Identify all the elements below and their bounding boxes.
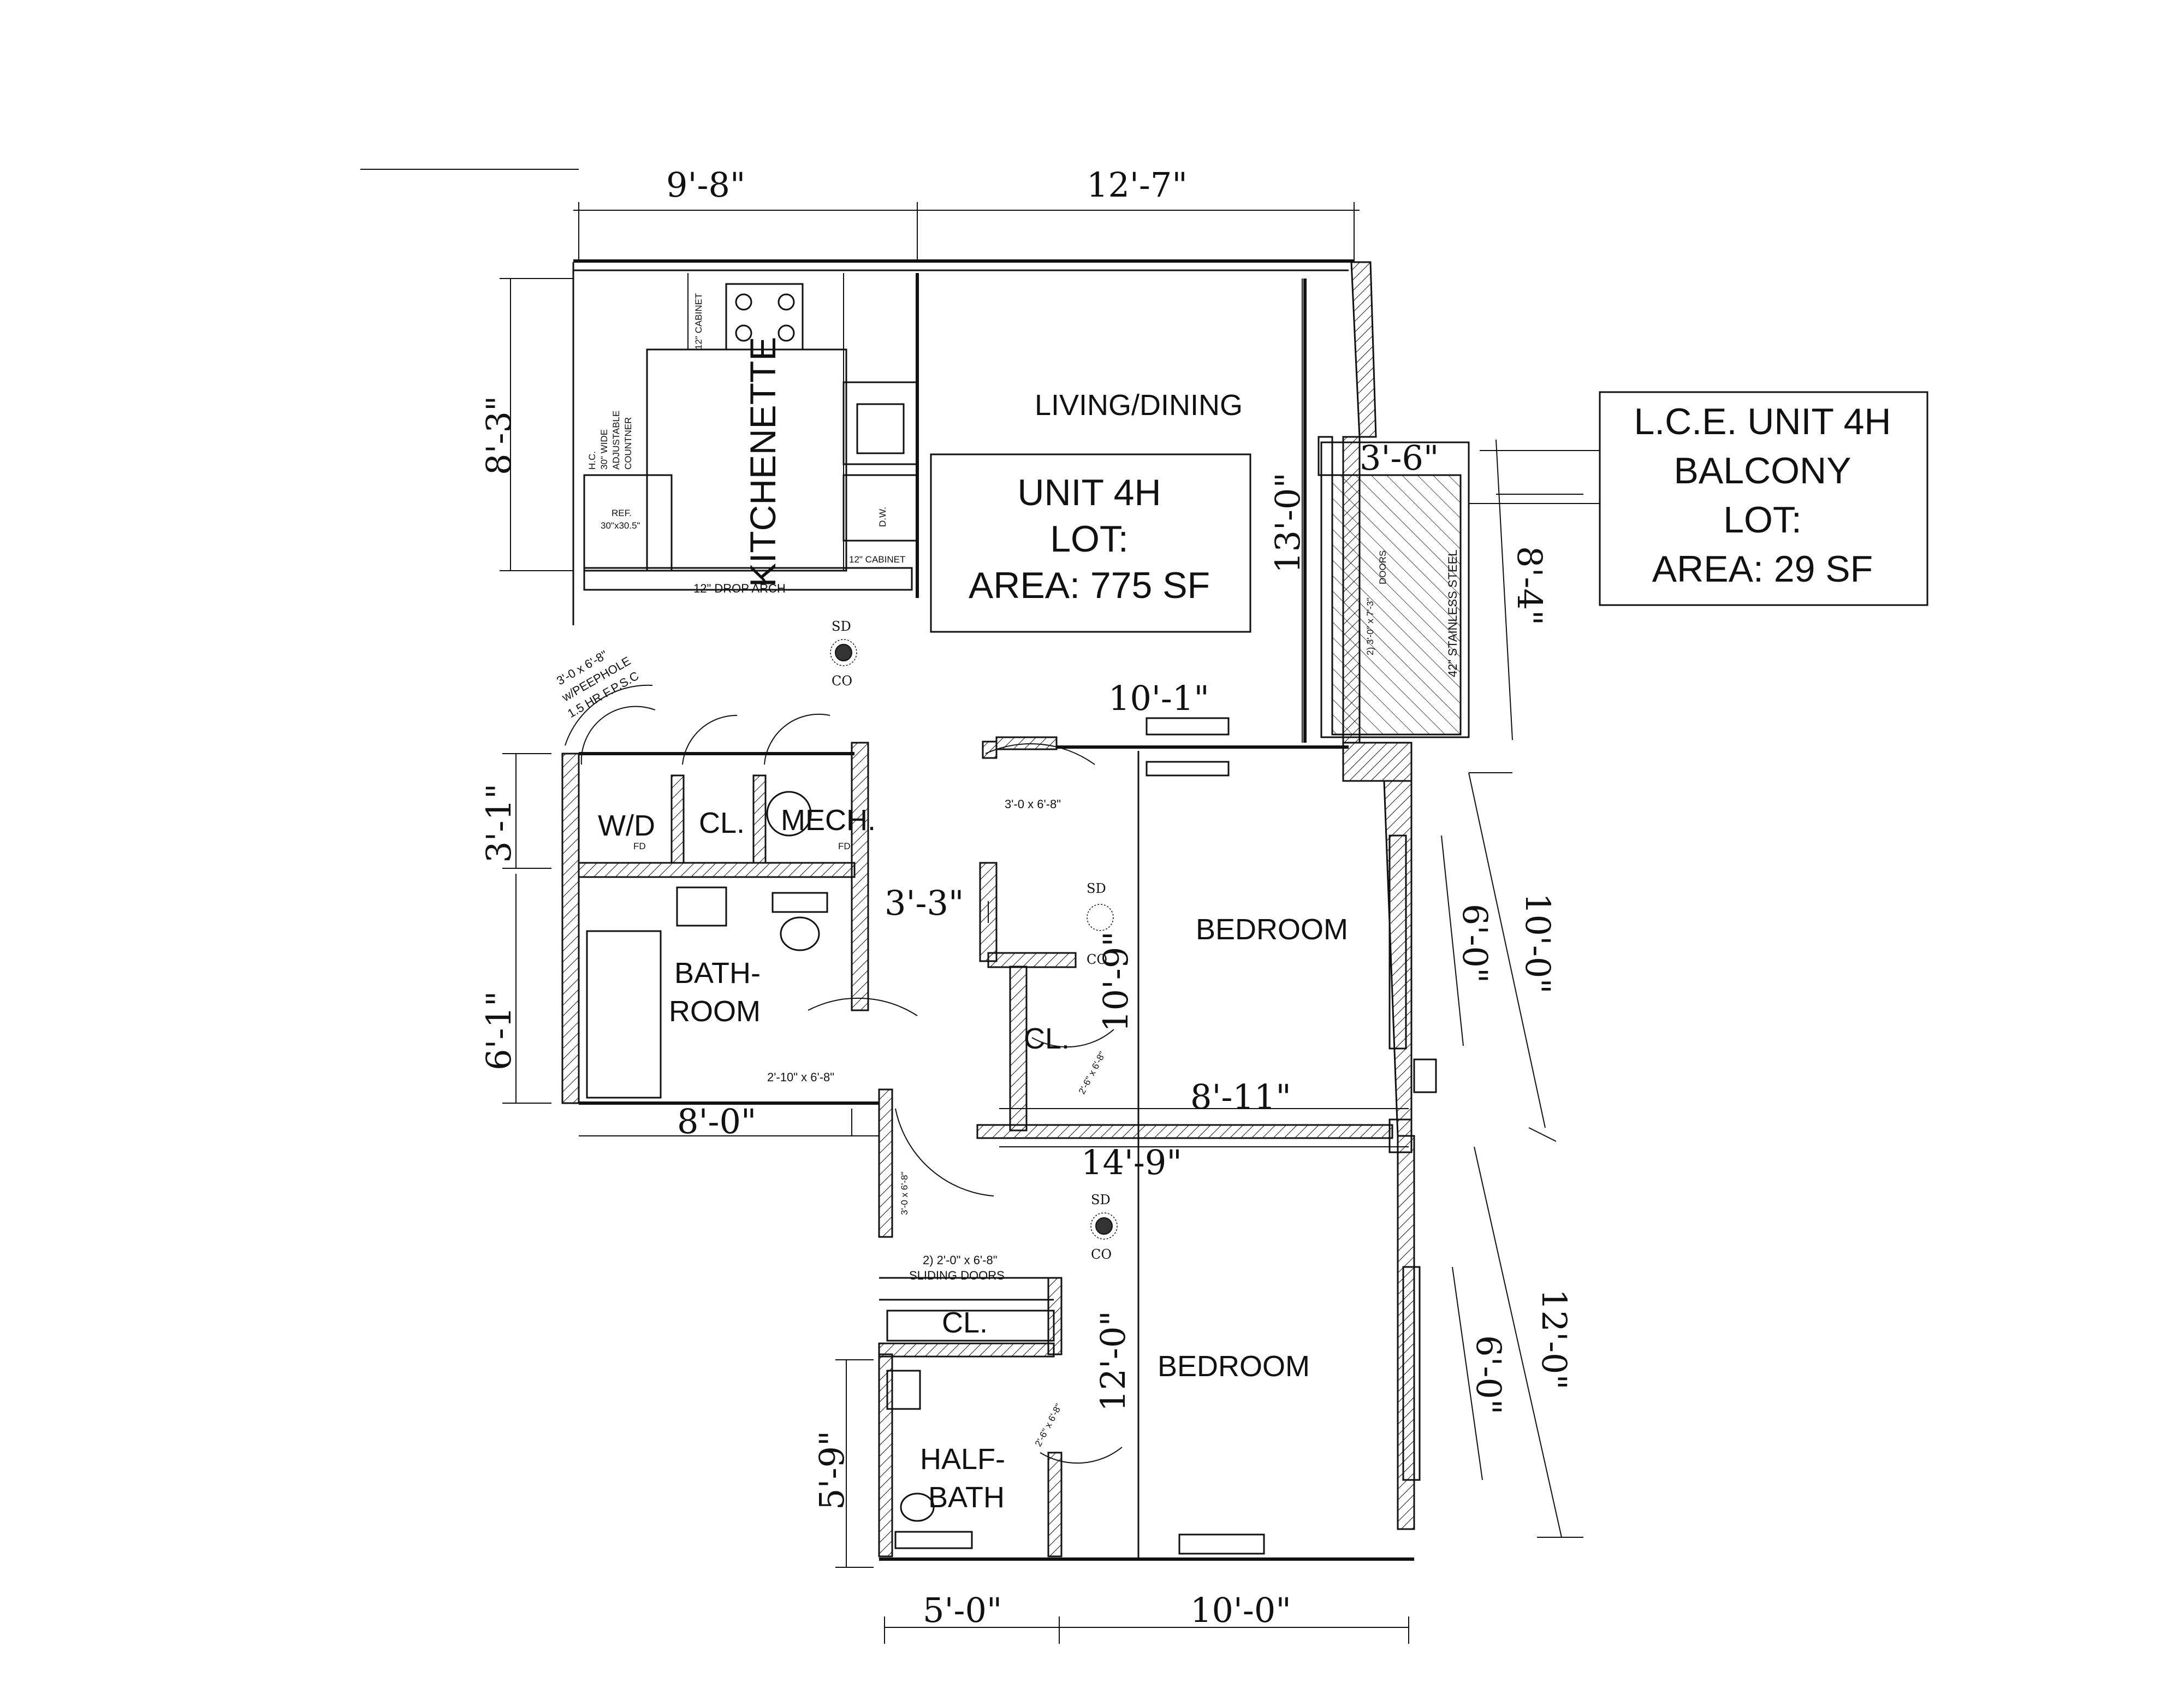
room-label-halfbath-2: BATH [928,1481,1005,1514]
unit-info-box [930,453,1251,633]
dim-bedroom1-depth: 10'-9" [1096,931,1136,1032]
svg-text:SD: SD [1087,881,1106,896]
note-balcony-doors-1: 2) 3'-0" x 7'-3" [1365,598,1375,656]
note-cabinet-right: 12" CABINET [849,554,905,565]
svg-text:CO: CO [1087,952,1107,967]
dim-corridor-width: 10'-1" [1108,678,1209,718]
note-door-closet: 2'-6" x 6'-8" [1077,1050,1108,1096]
dim-window-1: 6'-0" [1455,904,1495,983]
unit-name: UNIT 4H [1017,472,1161,513]
room-label-bedroom-2: BEDROOM [1158,1350,1310,1383]
note-sliding-doors-1: 2) 2'-0" x 6'-8" [923,1253,998,1267]
balcony-title: BALCONY [1674,450,1851,491]
note-door-bath: 2'-10" x 6'-8" [767,1070,834,1084]
kitchen-fixtures [583,273,918,591]
room-label-mech: MECH. [781,804,876,837]
dim-top-right: 12'-7" [1087,165,1188,205]
room-label-living-dining: LIVING/DINING [1035,389,1243,422]
dim-bedroom2-depth: 12'-0" [1093,1311,1133,1412]
balcony-unit: L.C.E. UNIT 4H [1634,401,1891,442]
smoke-detectors: SD CO SD CO SD CO [830,619,1118,1262]
dim-kitchen-height: 8'-3" [479,396,519,475]
room-label-bath-2: ROOM [669,995,761,1028]
note-hc-4: COUNTNER [623,417,633,470]
unit-area: AREA: 775 SF [969,565,1210,606]
note-dw: D.W. [877,507,888,527]
room-label-lower-closet: CL. [942,1306,988,1339]
dim-window-2: 6'-0" [1469,1335,1509,1414]
dim-living-height: 13'-0" [1268,472,1308,573]
note-ref-2: 30"x30.5" [601,520,640,531]
note-hc-3: ADJUSTABLE [611,411,621,470]
note-drop-arch: 12" DROP ARCH [693,582,786,595]
dim-bedroom1-right: 10'-0" [1518,893,1558,994]
dim-bedroom2-right: 12'-0" [1534,1289,1574,1390]
dim-top-left: 9'-8" [666,165,745,205]
balcony-lot: LOT: [1723,499,1802,541]
svg-text:SD: SD [832,619,851,634]
balcony-area: AREA: 29 SF [1652,548,1873,590]
note-door-bedroom2: 3'-0 x 6'-8" [899,1171,910,1215]
svg-text:SD: SD [1091,1192,1111,1207]
note-hc-1: H.C. [587,451,597,470]
balcony [1317,436,1470,738]
dim-laundry-height: 3'-1" [479,784,519,863]
room-label-bedroom-1: BEDROOM [1196,913,1348,946]
room-label-halfbath-1: HALF- [920,1443,1005,1476]
svg-text:CO: CO [1091,1247,1112,1262]
dimension-lines [360,169,1600,1644]
dim-bath-width: 8'-0" [677,1101,756,1141]
note-railing: 42" STAINLESS STEEL [1446,549,1459,677]
note-sliding-doors-2: SLIDING DOORS [909,1269,1005,1282]
dim-middle-width: 14'-9" [1081,1142,1182,1182]
note-door-bedroom1: 3'-0 x 6'-8" [1005,797,1061,811]
dim-bath-height: 6'-1" [479,991,519,1070]
dim-bedroom2-width: 10'-0" [1190,1590,1291,1630]
room-label-bedroom-closet: CL. [1024,1022,1070,1055]
balcony-info-box [1599,391,1928,606]
dim-halfbath-width: 5'-0" [923,1590,1002,1630]
bath-fixtures [586,791,1055,1549]
windows [1388,834,1437,1481]
note-balcony-doors-2: DOORS [1378,550,1388,584]
room-label-bath-1: BATH- [674,957,761,990]
dim-balcony-height: 8'-4" [1510,546,1550,625]
room-label-kitchenette: KITCHENETTE [743,337,783,587]
note-door-halfbath: 2'-6" x 6'-8" [1033,1402,1064,1448]
dim-hall-width: 3'-3" [885,883,964,923]
note-hc-2: 30" WIDE [599,429,609,470]
dim-balcony-width: 3'-6" [1360,438,1439,478]
vents [1146,717,1265,1555]
note-fd-laundry: FD [633,841,646,851]
dim-bedroom1-width: 8'-11" [1190,1077,1291,1117]
room-label-laundry-closet: CL. [699,807,745,839]
dim-halfbath-height: 5'-9" [812,1431,852,1510]
note-cabinet-top: 12" CABINET [693,293,704,350]
note-fd-mech: FD [838,841,851,851]
room-label-wd: W/D [598,809,655,842]
unit-lot: LOT: [1050,518,1129,560]
svg-text:CO: CO [832,673,852,689]
note-ref-1: REF. [612,508,632,518]
door-swings [565,684,1123,1464]
